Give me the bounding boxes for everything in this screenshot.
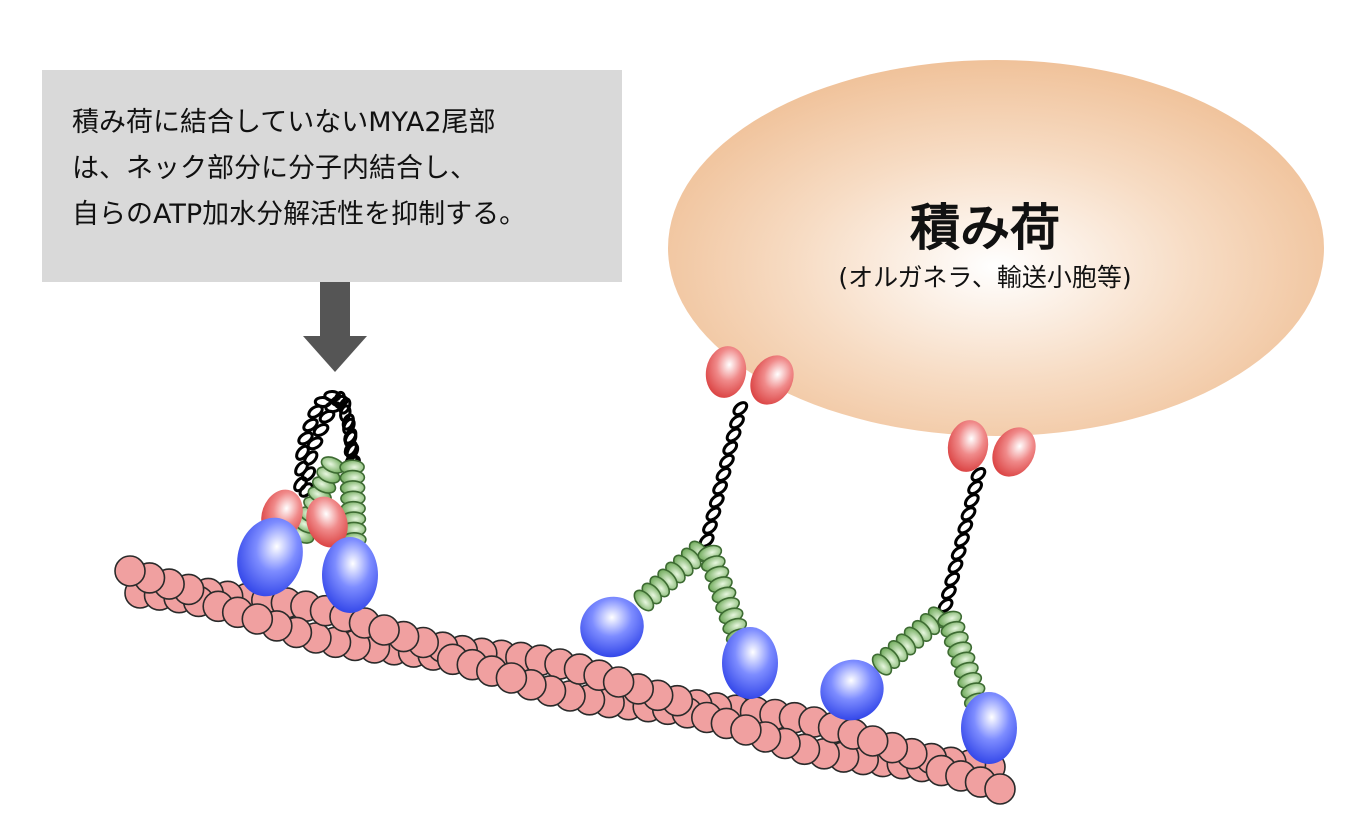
down-arrow-icon [303,278,367,372]
coil-link [725,427,742,443]
actin-bead [984,773,1016,805]
coil-link [957,519,974,535]
neck-segment [871,653,893,676]
coil-link [708,493,725,509]
motor-head [580,596,644,658]
callout-line-3: 自らのATP加水分解活性を抑制する。 [72,199,527,230]
coil-link [302,417,319,433]
callout-line-1: 積み荷に結合していないMYA2尾部 [72,107,496,138]
cargo-ellipse [668,60,1324,436]
coil-link [297,431,314,446]
actin-bead [241,603,274,635]
actin-bead [602,666,635,698]
actin-bead [730,714,762,746]
actin-bead [114,555,146,587]
motor-head [961,692,1017,764]
coil-link [712,480,728,496]
coil-link [722,440,739,456]
coil-link [950,545,967,561]
motor-head [237,517,303,597]
cargo-subtitle: (オルガネラ、輸送小胞等) [838,263,1132,292]
coil-link [715,467,732,482]
coil-link [729,414,745,430]
motor-head [820,659,884,721]
cargo-title: 積み荷 [910,199,1060,257]
tail-coil-2 [698,401,749,548]
tail-globe [992,427,1036,477]
coil-link [960,506,977,522]
coil-link [343,440,358,458]
actin-bead [368,614,400,646]
actin-bead [495,662,528,694]
coil-link [941,584,957,600]
coil-link [947,558,964,574]
coil-link [719,453,735,469]
neck-segment [633,589,655,612]
actin-bead [856,725,889,757]
coil-link [967,480,983,496]
actin-filament [114,555,1016,805]
motor-head [722,627,778,699]
coil-link [732,401,749,417]
neck-3a [871,606,949,676]
callout-box: 積み荷に結合していないMYA2尾部 は、ネック部分に分子内結合し、 自らのATP… [42,70,622,282]
cargo-label: 積み荷 (オルガネラ、輸送小胞等) [760,195,1210,295]
neck-2a [633,540,710,612]
tail-coil-3 [937,467,987,613]
coil-link [303,450,319,466]
tail-globe [705,346,747,398]
tail-globe [306,496,348,548]
callout-line-2: は、ネック部分に分子内結合し、 [72,153,477,184]
coil-link [306,436,324,451]
coil-link [343,428,358,445]
coil-link [970,467,987,482]
coil-link [312,423,330,437]
coil-link [963,493,980,509]
tail-globe [947,420,989,472]
coil-link [705,506,722,522]
coil-link [702,519,718,535]
motor-head [322,537,378,613]
coil-link [954,532,970,548]
coil-link [338,397,352,415]
coil-link [944,571,961,587]
myosin-motors [237,389,1017,764]
coil-link [341,413,355,431]
tail-globe [750,355,794,405]
cargo-binding-globes [705,346,1036,477]
coil-link [300,466,317,482]
